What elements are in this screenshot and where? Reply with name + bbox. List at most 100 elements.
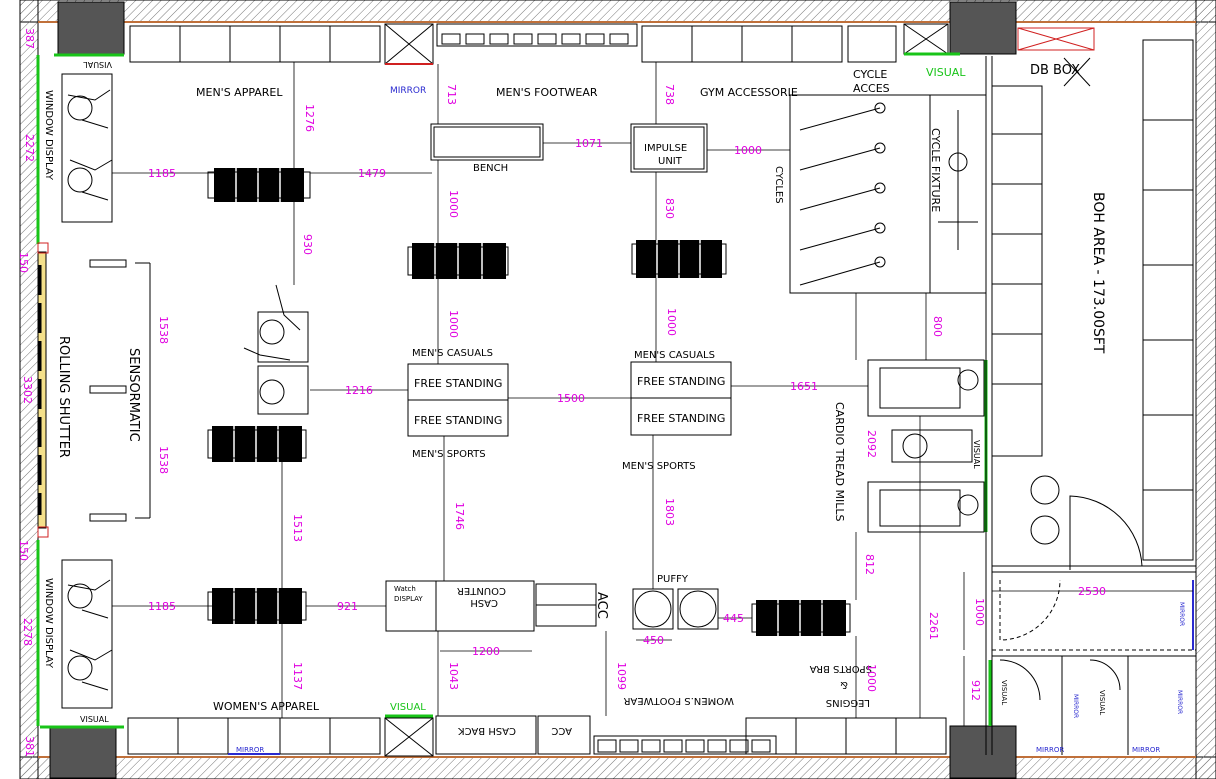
label-bench: BENCH <box>473 163 508 174</box>
label-mirror-r2: MIRROR <box>1072 694 1079 718</box>
label-mens-casuals-1: MEN'S CASUALS <box>412 348 493 359</box>
label-visual-bottom: VISUAL <box>390 702 426 713</box>
dim-1099: 1099 <box>615 662 628 690</box>
dim-812: 812 <box>863 554 876 575</box>
label-free-standing-1a: FREE STANDING <box>414 377 502 390</box>
bottom-wall-shelving <box>127 715 947 757</box>
dim-1000e: 1000 <box>973 598 986 626</box>
label-cash-back: CASH BACK <box>458 725 516 736</box>
boh-area <box>985 27 1196 755</box>
dim-381: 381 <box>23 736 36 757</box>
dim-2530: 2530 <box>1078 585 1106 598</box>
label-free-standing-1b: FREE STANDING <box>414 414 502 427</box>
dim-1000d: 1000 <box>665 308 678 336</box>
free-standing-fixtures <box>407 361 732 437</box>
dim-2272: 2272 <box>23 134 36 162</box>
label-mirror-r1: MIRROR <box>1178 602 1185 626</box>
columns <box>49 1 1017 779</box>
label-acc-bottom: ACC <box>551 725 572 736</box>
dimension-labels: 387 2272 150 3302 150 2278 381 1276 713 … <box>17 28 1106 757</box>
top-wall-shelving <box>129 23 949 65</box>
outer-walls <box>19 0 1216 779</box>
label-visual-r1: VISUAL <box>1000 680 1008 705</box>
label-window-display-bottom: WINDOW DISPLAY <box>43 578 54 669</box>
left-facade <box>36 55 49 726</box>
label-mirror-top: MIRROR <box>390 86 426 96</box>
dim-713: 713 <box>445 84 458 105</box>
label-rolling-shutter: ROLLING SHUTTER <box>56 336 71 458</box>
label-sports-bra: SPORTS BRA <box>809 663 872 674</box>
label-impulse-1: IMPULSE <box>644 143 687 154</box>
mannequins-center-left <box>243 284 309 415</box>
dim-1137: 1137 <box>291 662 304 690</box>
label-cardio: CARDIO TREAD MILLS <box>833 402 846 522</box>
label-mirror-br2: MIRROR <box>1132 746 1160 754</box>
dim-1479: 1479 <box>358 167 386 180</box>
trial-rooms <box>992 579 1196 755</box>
dim-1538a: 1538 <box>157 316 170 344</box>
dim-1071: 1071 <box>575 137 603 150</box>
label-db-box: DB BOX <box>1030 63 1080 78</box>
dimension-lines <box>112 62 1193 726</box>
dim-1000a: 1000 <box>734 144 762 157</box>
zone-labels: MEN'S APPAREL MIRROR MEN'S FOOTWEAR GYM … <box>43 60 1185 754</box>
dim-1746: 1746 <box>453 502 466 530</box>
label-leggings: LEGGINS <box>826 697 870 708</box>
label-visual-top-right: VISUAL <box>926 66 966 79</box>
dim-1185a: 1185 <box>148 167 176 180</box>
dim-1276: 1276 <box>303 104 316 132</box>
label-visual-bottom-left: VISUAL <box>80 715 109 724</box>
dim-1000b: 1000 <box>447 190 460 218</box>
dim-387: 387 <box>23 28 36 49</box>
label-puffy: PUFFY <box>657 574 689 585</box>
label-and: & <box>840 679 848 690</box>
window-display-bottom <box>61 559 113 709</box>
dim-1538b: 1538 <box>157 446 170 474</box>
label-watch-1: Watch <box>394 585 416 593</box>
dim-800: 800 <box>931 316 944 337</box>
label-mirror-r3: MIRROR <box>1176 690 1183 714</box>
label-sensormatic: SENSORMATIC <box>126 348 141 442</box>
dim-1216: 1216 <box>345 384 373 397</box>
dim-150b: 150 <box>17 540 30 561</box>
label-gym-accessorie: GYM ACCESSORIE <box>700 86 798 99</box>
label-cycles: CYCLES <box>773 166 784 204</box>
label-boh-area: BOH AREA - 173.00SFT <box>1090 192 1106 354</box>
dim-1200: 1200 <box>472 645 500 658</box>
dim-1803: 1803 <box>663 498 676 526</box>
puffy-seats <box>632 588 719 630</box>
label-window-display-top: WINDOW DISPLAY <box>43 90 54 181</box>
label-mirror-bottom: MIRROR <box>236 746 264 754</box>
label-visual-side: VISUAL <box>972 440 981 469</box>
dim-921: 921 <box>337 600 358 613</box>
label-mens-footwear: MEN'S FOOTWEAR <box>496 86 598 99</box>
label-watch-2: DISPLAY <box>394 595 423 603</box>
treadmills <box>867 359 985 533</box>
label-womens-footwear: WOMEN.S FOOTWEAR <box>623 695 734 706</box>
dim-738: 738 <box>663 84 676 105</box>
dim-445: 445 <box>723 612 744 625</box>
dim-150a: 150 <box>17 252 30 273</box>
dim-1513: 1513 <box>291 514 304 542</box>
label-cycle-fixture: CYCLE FIXTURE <box>929 128 942 212</box>
sensormatic-posts <box>89 259 151 522</box>
dim-1043: 1043 <box>447 662 460 690</box>
label-cash-counter-1: CASH <box>470 597 498 608</box>
label-cycle-acces-2: ACCES <box>853 82 890 95</box>
dim-912: 912 <box>969 680 982 701</box>
dim-1000c: 1000 <box>447 310 460 338</box>
window-display-top <box>61 73 113 223</box>
label-acc: ACC <box>594 592 609 619</box>
cycles-area <box>789 94 987 294</box>
label-mens-casuals-2: MEN'S CASUALS <box>634 350 715 361</box>
label-impulse-2: UNIT <box>658 156 683 167</box>
dim-1500: 1500 <box>557 392 585 405</box>
label-free-standing-2a: FREE STANDING <box>637 375 725 388</box>
dim-830: 830 <box>663 198 676 219</box>
dim-3302: 3302 <box>21 376 34 404</box>
dim-1000f: 1000 <box>865 664 878 692</box>
label-womens-apparel: WOMEN'S APPAREL <box>213 700 320 713</box>
dim-930: 930 <box>301 234 314 255</box>
bench <box>430 123 544 161</box>
